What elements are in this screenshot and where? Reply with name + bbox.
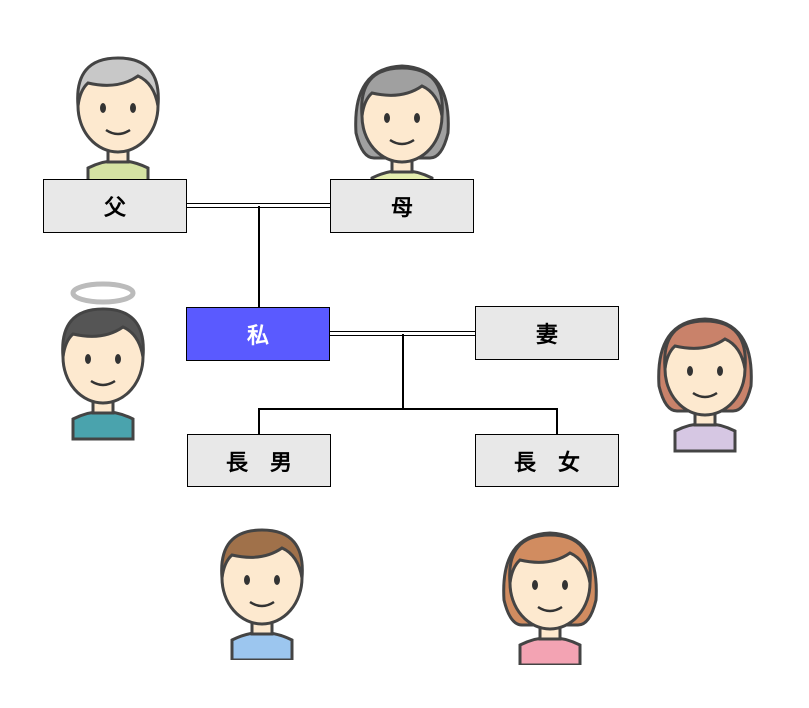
father-label: 父 — [103, 196, 126, 221]
parents-to-me-line — [258, 206, 260, 307]
father-box[interactable]: 父 — [43, 179, 187, 233]
father-illustration — [58, 28, 178, 192]
daughter-box[interactable]: 長女 — [475, 434, 619, 487]
wife-label: 妻 — [535, 323, 558, 348]
face-icon — [354, 64, 450, 200]
son-label-2: 男 — [270, 450, 293, 476]
wife-box[interactable]: 妻 — [475, 306, 619, 360]
face-icon — [220, 528, 304, 662]
son-box[interactable]: 長男 — [187, 434, 331, 487]
me-box[interactable]: 私 — [186, 307, 330, 361]
mother-illustration — [342, 38, 462, 202]
son-label-1: 長 — [225, 450, 248, 476]
face-icon — [502, 531, 598, 667]
face-icon — [61, 281, 145, 441]
daughter-illustration — [490, 505, 610, 669]
deceased-person-illustration — [43, 256, 163, 466]
children-branch-line — [258, 408, 557, 410]
face-icon — [76, 56, 160, 190]
son-drop-line — [258, 408, 260, 434]
mother-label: 母 — [390, 196, 413, 221]
couple-to-children-line — [402, 334, 404, 408]
wife-illustration — [645, 286, 765, 460]
face-icon — [657, 317, 753, 453]
daughter-drop-line — [556, 408, 558, 434]
mother-box[interactable]: 母 — [330, 179, 474, 233]
daughter-label-2: 女 — [558, 450, 581, 476]
son-illustration — [202, 500, 322, 664]
me-label: 私 — [246, 324, 269, 349]
daughter-label-1: 長 — [513, 450, 536, 476]
